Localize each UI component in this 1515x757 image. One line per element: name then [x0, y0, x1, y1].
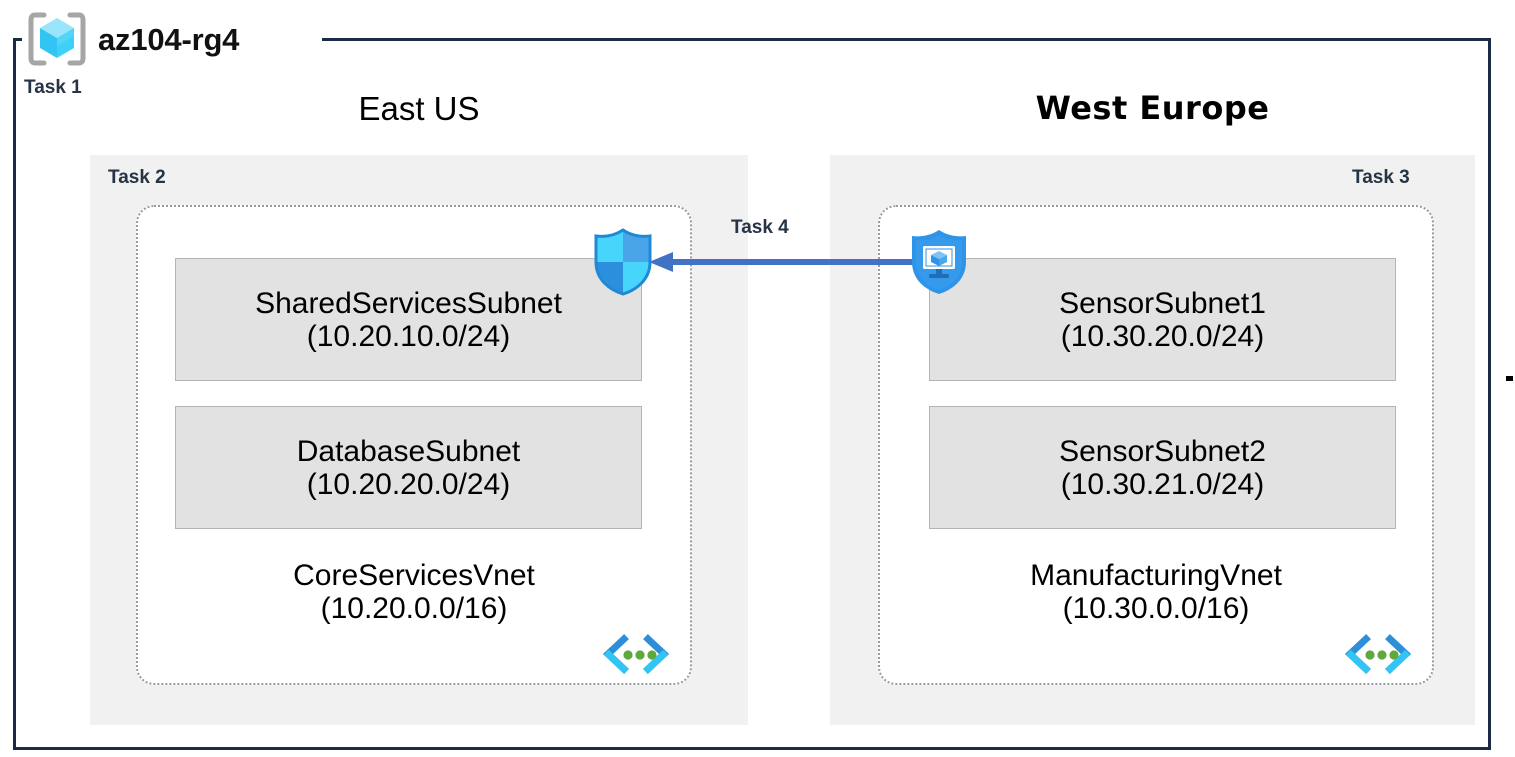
- network-security-group-shield-icon: [594, 228, 652, 296]
- resource-group-title-gap: [22, 28, 322, 50]
- resource-group-boundary: [13, 38, 1491, 750]
- vnet-manufacturingvnet-name: ManufacturingVnet: [1030, 559, 1282, 593]
- task-4-label: Task 4: [731, 217, 789, 238]
- subnet-sharedservicessubnet-cidr: (10.20.10.0/24): [306, 319, 511, 353]
- subnet-sensorsubnet1-name: SensorSubnet1: [1059, 286, 1266, 320]
- subnet-sensorsubnet2-cidr: (10.30.21.0/24): [1060, 467, 1265, 501]
- subnet-databasesubnet-cidr: (10.20.20.0/24): [306, 467, 511, 501]
- resource-group-cube-icon: [28, 12, 86, 66]
- subnet-sensorsubnet1-cidr: (10.30.20.0/24): [1060, 319, 1265, 353]
- vnet-coreservicesvnet-label: CoreServicesVnet (10.20.0.0/16): [138, 560, 690, 625]
- region-east-us-label: East US: [358, 90, 480, 127]
- vnet-coreservicesvnet-name: CoreServicesVnet: [293, 559, 535, 593]
- subnet-sensorsubnet2-name: SensorSubnet2: [1059, 434, 1266, 468]
- virtual-network-icon: [602, 634, 670, 674]
- task-1-label: Task 1: [24, 77, 82, 98]
- subnet-sensorsubnet1: SensorSubnet1 (10.30.20.0/24): [929, 258, 1396, 381]
- vnet-manufacturingvnet-label: ManufacturingVnet (10.30.0.0/16): [880, 560, 1432, 625]
- task-3-label: Task 3: [1352, 167, 1410, 188]
- resource-group-name: az104-rg4: [98, 21, 240, 57]
- vnet-manufacturingvnet-cidr: (10.30.0.0/16): [1062, 591, 1250, 625]
- subnet-sensorsubnet2: SensorSubnet2 (10.30.21.0/24): [929, 406, 1396, 529]
- task-2-label: Task 2: [108, 167, 166, 188]
- stray-mark: [1506, 376, 1513, 381]
- subnet-sharedservicessubnet-name: SharedServicesSubnet: [255, 286, 562, 320]
- subnet-databasesubnet-name: DatabaseSubnet: [296, 434, 521, 468]
- vnet-coreservicesvnet-cidr: (10.20.0.0/16): [320, 591, 508, 625]
- peering-arrow: [649, 252, 927, 272]
- subnet-sharedservicessubnet: SharedServicesSubnet (10.20.10.0/24): [175, 258, 642, 381]
- subnet-databasesubnet: DatabaseSubnet (10.20.20.0/24): [175, 406, 642, 529]
- vm-shield-icon: [912, 230, 966, 294]
- resource-group-header: az104-rg4: [24, 8, 239, 70]
- region-west-europe-label: West Europe: [1035, 89, 1270, 127]
- virtual-network-icon: [1344, 634, 1412, 674]
